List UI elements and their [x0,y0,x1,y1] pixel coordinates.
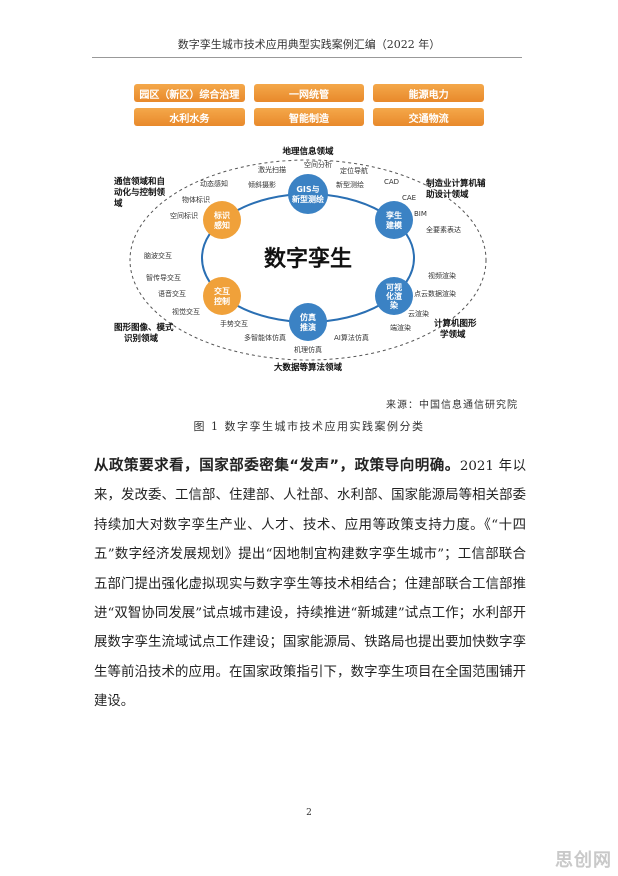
node-gis: GIS与 新型测绘 [288,174,328,214]
svg-text:孪生: 孪生 [386,210,402,220]
label-visual-interact: 视觉交互 [172,307,200,316]
domain-bigdata: 大数据等算法领域 [274,362,343,373]
label-voice-interact: 语音交互 [158,289,186,298]
diagram-center-title: 数字孪生 [264,246,352,272]
figure-source: 来源：中国信息通信研究院 [386,400,518,411]
category-block: 水利水务 [134,108,245,126]
label-conduct-interact: 智传导交互 [146,273,181,282]
running-header: 数字孪生城市技术应用典型实践案例汇编（2022 年） [177,38,441,51]
svg-text:GIS与: GIS与 [296,184,319,194]
label-spatial-analysis: 空间分析 [304,160,332,169]
svg-text:化渲: 化渲 [386,291,402,301]
label-space-id: 空间标识 [170,211,198,220]
label-video-render: 视频渲染 [428,271,456,280]
diagram-svg: 数字孪生 GIS与 新型测绘 孪生 建模 可视 化渲 染 仿真 推演 交互 控制 [114,146,487,373]
category-block: 智能制造 [253,108,365,126]
category-block: 交通物流 [373,108,484,126]
label-pointcloud: 点云数据渲染 [414,289,456,298]
category-block: 园区（新区）综合治理 [134,84,245,102]
svg-text:染: 染 [389,300,399,310]
svg-text:标识: 标识 [213,210,230,220]
label-mechanism: 机理仿真 [294,345,322,354]
label-cloud-render: 云渲染 [408,309,429,318]
node-simulation: 仿真 推演 [289,303,327,341]
label-end-render: 端渲染 [390,323,411,332]
domain-graphics: 计算机图形学领域 [434,318,477,340]
node-interaction: 交互 控制 [203,277,241,315]
svg-text:控制: 控制 [214,296,230,306]
svg-text:仿真: 仿真 [300,312,316,322]
paragraph-text: 2021 年以来，发改委、工信部、住建部、人社部、水利部、国家能源局等相关部委持… [94,459,526,710]
watermark: 思创网 [555,850,612,871]
category-block: 一网统管 [253,84,365,102]
svg-text:可视: 可视 [386,282,402,292]
digital-twin-diagram: 数字孪生 GIS与 新型测绘 孪生 建模 可视 化渲 染 仿真 推演 交互 控制 [108,140,518,384]
node-render: 可视 化渲 染 [375,277,413,315]
svg-text:新型测绘: 新型测绘 [292,194,324,204]
label-laser-scan: 激光扫描 [258,165,286,174]
category-grid: 园区（新区）综合治理 一网统管 能源电力 水利水务 智能制造 交通物流 [134,84,484,126]
paragraph-lead: 从政策要求看，国家部委密集“发声”，政策导向明确。 [94,458,460,474]
body-paragraph: 从政策要求看，国家部委密集“发声”，政策导向明确。2021 年以来，发改委、工信… [94,452,526,717]
category-block: 能源电力 [373,84,484,102]
svg-text:推演: 推演 [300,322,316,332]
label-multi-agent: 多智能体仿真 [244,333,286,342]
header-rule [92,57,522,58]
label-cad: CAD [384,178,399,186]
figure-caption: 图 1 数字孪生城市技术应用实践案例分类 [193,420,425,433]
node-sensing: 标识 感知 [203,201,241,239]
label-brain-interact: 脑波交互 [144,251,172,260]
label-full-elements: 全要素表达 [426,225,461,234]
domain-geo: 地理信息领域 [282,146,334,157]
domain-cad: 制造业计算机辅助设计领域 [426,178,486,200]
node-modeling: 孪生 建模 [375,201,413,239]
page-number: 2 [306,808,312,818]
label-oblique: 倾斜摄影 [248,180,276,189]
outer-ring [129,159,487,361]
label-dynamic-sense: 动态感知 [200,179,228,188]
svg-text:建模: 建模 [385,220,403,230]
label-bim: BIM [414,210,427,218]
svg-text:感知: 感知 [214,220,230,230]
label-cae: CAE [402,194,416,202]
label-new-survey: 新型测绘 [336,180,364,189]
label-object-id: 物体标识 [182,195,210,204]
domain-image: 图形图像、模式识别领域 [114,322,174,344]
label-ai-sim: AI算法仿真 [334,333,369,342]
label-positioning: 定位导航 [340,166,368,175]
svg-text:交互: 交互 [214,286,230,296]
domain-comm: 通信领域和自动化与控制领域 [114,176,166,209]
label-gesture-interact: 手势交互 [220,319,248,328]
